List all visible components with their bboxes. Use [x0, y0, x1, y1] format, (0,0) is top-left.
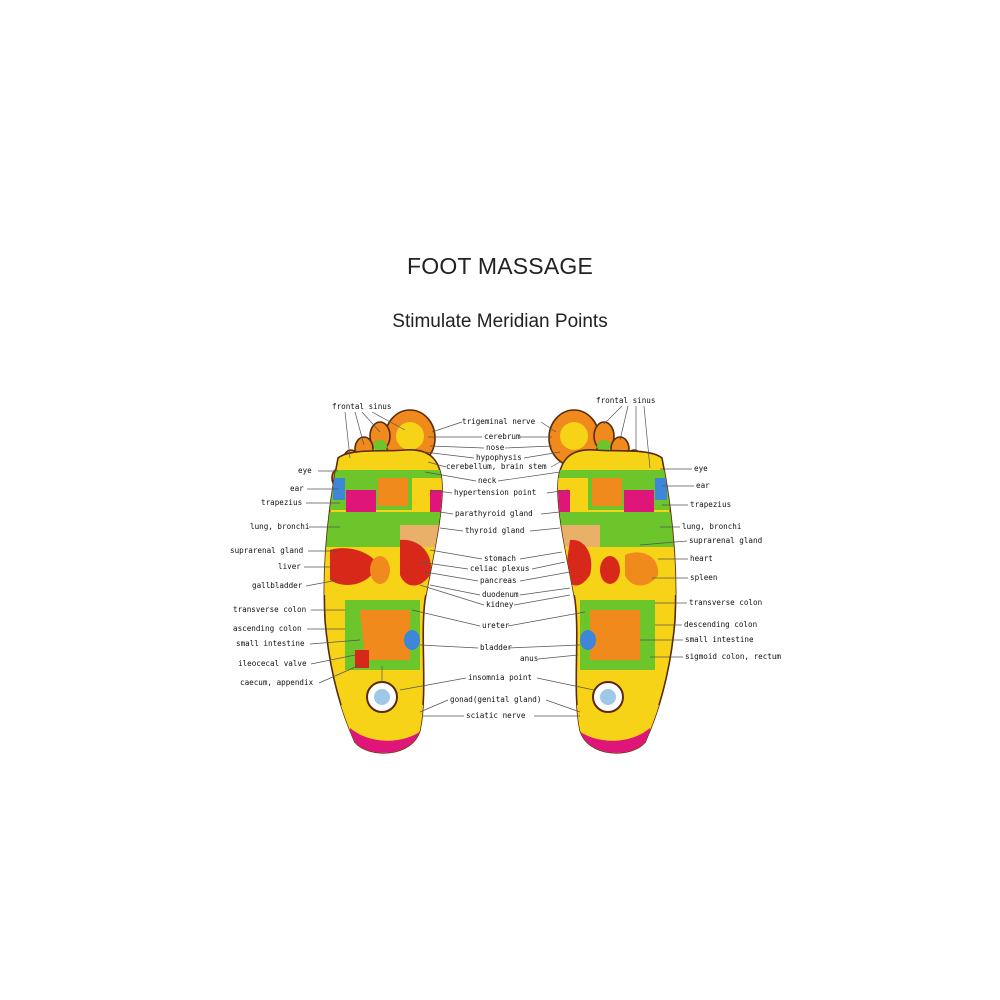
right-foot [548, 409, 677, 754]
label-trapezius: trapezius [261, 498, 302, 507]
label-cerebellum-brain-stem: cerebellum, brain stem [446, 462, 547, 471]
label-sciatic-nerve: sciatic nerve [466, 711, 526, 720]
label-pancreas: pancreas [480, 576, 517, 585]
label-ascending-colon: ascending colon [233, 624, 302, 633]
label-gallbladder: gallbladder [252, 581, 303, 590]
page-subtitle: Stimulate Meridian Points [392, 311, 608, 332]
right-labels: frontal sinus eye ear trapezius lung, br… [596, 396, 781, 661]
label-descending-colon: descending colon [684, 620, 757, 629]
label-small-intestine: small intestine [236, 639, 305, 648]
label-kidney: kidney [486, 600, 514, 609]
label-suprarenal-gland: suprarenal gland [230, 546, 303, 555]
label-transverse-colon-r: transverse colon [689, 598, 762, 607]
label-insomnia-point: insomnia point [468, 673, 532, 682]
label-heart: heart [690, 554, 713, 563]
label-trigeminal-nerve: trigeminal nerve [462, 417, 536, 426]
label-eye-r: eye [694, 464, 708, 473]
left-foot [323, 409, 443, 754]
label-parathyroid-gland: parathyroid gland [455, 509, 533, 518]
label-small-intestine-r: small intestine [685, 635, 754, 644]
label-ear-r: ear [696, 481, 710, 490]
center-labels: trigeminal nerve cerebrum nose hypophysi… [399, 417, 595, 720]
label-cerebrum: cerebrum [484, 432, 521, 441]
label-eye: eye [298, 466, 312, 475]
label-gonad: gonad(genital gland) [450, 695, 541, 704]
label-thyroid-gland: thyroid gland [465, 526, 524, 535]
page-title: FOOT MASSAGE [406, 253, 593, 279]
left-labels: frontal sinus eye ear trapezius lung, br… [230, 402, 406, 687]
label-hypertension-point: hypertension point [454, 488, 536, 497]
label-hypophysis: hypophysis [476, 453, 522, 462]
label-transverse-colon: transverse colon [233, 605, 306, 614]
label-neck: neck [478, 476, 497, 485]
label-ileocecal-valve: ileocecal valve [238, 659, 307, 668]
label-anus: anus [520, 654, 538, 663]
label-celiac-plexus: celiac plexus [470, 564, 529, 573]
label-trapezius-r: trapezius [690, 500, 731, 509]
label-ureter: ureter [482, 621, 510, 630]
label-lung-bronchi-r: lung, bronchi [682, 522, 742, 531]
label-suprarenal-gland-r: suprarenal gland [689, 536, 762, 545]
label-caecum-appendix: caecum, appendix [240, 678, 314, 687]
label-nose: nose [486, 443, 505, 452]
label-frontal-sinus: frontal sinus [332, 402, 391, 411]
label-ear: ear [290, 484, 304, 493]
label-lung-bronchi: lung, bronchi [250, 522, 310, 531]
label-sigmoid-colon-rectum: sigmoid colon, rectum [685, 652, 781, 661]
label-bladder: bladder [480, 643, 512, 652]
label-spleen: spleen [690, 573, 717, 582]
label-frontal-sinus-r: frontal sinus [596, 396, 655, 405]
label-stomach: stomach [484, 554, 516, 563]
label-duodenum: duodenum [482, 590, 519, 599]
label-liver: liver [278, 562, 301, 571]
